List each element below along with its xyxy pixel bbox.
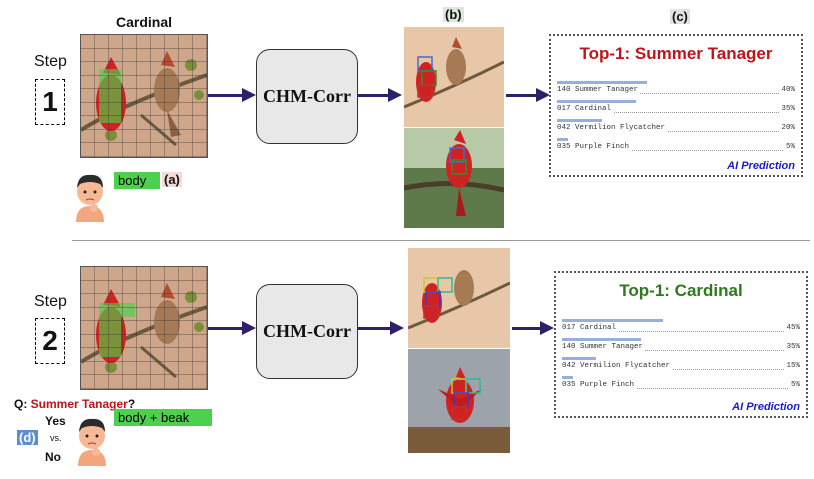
prediction-name: 017 Cardinal: [562, 324, 619, 332]
prediction-row: 140 Summer Tanager 40%: [557, 81, 795, 97]
ai-prediction-label: AI Prediction: [727, 160, 795, 172]
prediction-bar: [557, 138, 569, 141]
leader-dots: [562, 350, 800, 351]
label-d: (d): [17, 430, 38, 445]
prediction-percent: 45%: [784, 324, 800, 332]
user-feedback-tag: body: [114, 172, 160, 189]
prediction-row: 042 Vermilion Flycatcher 20%: [557, 119, 795, 135]
arrow-to-result-2: [512, 321, 554, 335]
prediction-name: 140 Summer Tanager: [562, 343, 646, 351]
leader-dots: [557, 150, 795, 151]
prediction-percent: 5%: [788, 381, 800, 389]
prediction-bar: [557, 119, 602, 122]
prediction-name: 140 Summer Tanager: [557, 86, 641, 94]
prediction-percent: 5%: [783, 143, 795, 151]
prediction-name: 017 Cardinal: [557, 105, 614, 113]
arrow-to-chm-2: [208, 321, 256, 335]
chm-corr-box: CHM-Corr: [256, 49, 358, 144]
arrow-to-retrieved-1: [358, 88, 402, 102]
leader-dots: [562, 369, 800, 370]
retrieved-image-3: [408, 248, 510, 348]
prediction-bar: [562, 319, 664, 322]
result-title: Top-1: Cardinal: [619, 281, 743, 300]
prediction-name: 035 Purple Finch: [562, 381, 637, 389]
prediction-row: 042 Vermilion Flycatcher 15%: [562, 357, 800, 373]
yes-option: Yes: [45, 414, 66, 428]
question-species: Summer Tanager: [30, 397, 128, 411]
image-title: Cardinal: [116, 14, 173, 30]
user-avatar-2: [72, 414, 112, 466]
leader-dots: [557, 112, 795, 113]
prediction-bar: [562, 338, 641, 341]
prediction-bar: [562, 376, 574, 379]
prediction-bar: [562, 357, 596, 360]
no-option: No: [45, 450, 61, 464]
result-panel-2: Top-1: Cardinal 017 Cardinal 45% 140 Summe…: [554, 271, 808, 418]
prediction-percent: 15%: [784, 362, 800, 370]
query-image-cardinal: [80, 34, 208, 158]
retrieved-image-1: [404, 27, 504, 127]
prediction-bar: [557, 81, 647, 84]
prediction-percent: 20%: [779, 124, 795, 132]
prediction-row: 017 Cardinal 35%: [557, 100, 795, 116]
step-label: Step: [34, 53, 67, 70]
question-text: Q: Summer Tanager?: [14, 397, 135, 411]
leader-dots: [557, 93, 795, 94]
arrow-to-result-1: [506, 88, 550, 102]
prediction-name: 042 Vermilion Flycatcher: [557, 124, 668, 132]
step-number: 2: [35, 318, 65, 364]
step-number: 1: [35, 79, 65, 125]
prediction-percent: 35%: [784, 343, 800, 351]
question-suffix: ?: [127, 397, 136, 411]
result-panel-1: Top-1: Summer Tanager 140 Summer Tanager…: [549, 34, 803, 177]
step-label: Step: [34, 293, 67, 310]
label-c: (c): [670, 9, 690, 24]
prediction-name: 042 Vermilion Flycatcher: [562, 362, 673, 370]
prediction-row: 140 Summer Tanager 35%: [562, 338, 800, 354]
arrow-to-retrieved-2: [358, 321, 404, 335]
prediction-name: 035 Purple Finch: [557, 143, 632, 151]
row-divider: [72, 240, 810, 241]
label-b: (b): [443, 7, 464, 22]
ai-prediction-label: AI Prediction: [732, 401, 800, 413]
user-avatar-1: [70, 170, 110, 222]
prediction-percent: 40%: [779, 86, 795, 94]
leader-dots: [562, 331, 800, 332]
prediction-row: 035 Purple Finch 5%: [557, 138, 795, 154]
leader-dots: [562, 388, 800, 389]
user-feedback-tag: body + beak: [114, 409, 212, 426]
leader-dots: [557, 131, 795, 132]
arrow-to-chm-1: [208, 88, 256, 102]
vs-label: vs.: [50, 433, 62, 443]
result-title: Top-1: Summer Tanager: [579, 44, 773, 63]
question-prefix: Q:: [14, 397, 31, 411]
query-image-cardinal-2: [80, 266, 208, 390]
chm-corr-box: CHM-Corr: [256, 284, 358, 379]
retrieved-image-4: [408, 349, 510, 453]
prediction-percent: 35%: [779, 105, 795, 113]
label-a: (a): [162, 172, 182, 187]
prediction-bar: [557, 100, 636, 103]
prediction-row: 035 Purple Finch 5%: [562, 376, 800, 392]
prediction-row: 017 Cardinal 45%: [562, 319, 800, 335]
retrieved-image-2: [404, 128, 504, 228]
